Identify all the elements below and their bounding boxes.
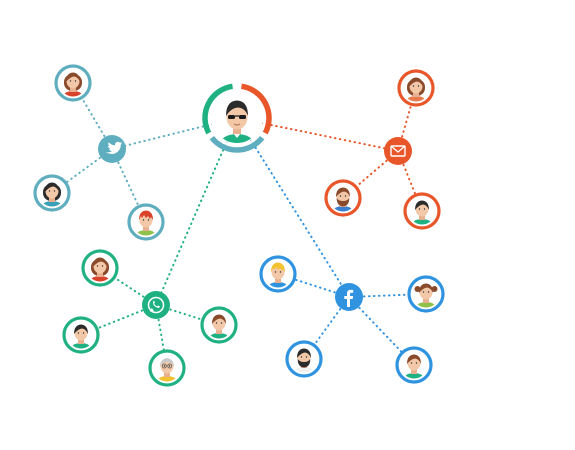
twitter-bird-icon xyxy=(106,141,123,155)
twitter-person-2[interactable] xyxy=(33,174,71,215)
whatsapp-person-3[interactable] xyxy=(200,306,238,347)
network-nodes xyxy=(33,64,445,390)
whatsapp-person-4[interactable] xyxy=(148,349,186,390)
facebook-f-icon xyxy=(344,289,354,307)
edge-center-facebook xyxy=(236,117,350,298)
man-beard-icon xyxy=(332,187,354,212)
envelope-icon xyxy=(390,145,406,157)
edge-twitter-person-3 xyxy=(111,148,147,223)
woman-long-brown-hair-icon xyxy=(405,77,427,102)
man-dark-hair-icon xyxy=(411,200,433,225)
facebook-person-2[interactable] xyxy=(407,275,445,316)
facebook-hub[interactable] xyxy=(335,283,363,311)
facebook-person-1[interactable] xyxy=(259,255,297,296)
twitter-hub[interactable] xyxy=(98,135,126,163)
whatsapp-hub[interactable] xyxy=(142,291,170,319)
email-person-2[interactable] xyxy=(324,179,362,220)
email-person-3[interactable] xyxy=(403,192,441,233)
email-person-1[interactable] xyxy=(397,69,435,110)
woman-brown-hair-icon xyxy=(62,72,84,97)
woman-dark-hair-icon xyxy=(41,182,63,207)
whatsapp-person-1[interactable] xyxy=(81,249,119,290)
facebook-person-4[interactable] xyxy=(395,346,433,387)
center-user[interactable] xyxy=(202,83,272,154)
twitter-person-1[interactable] xyxy=(54,64,92,105)
edge-facebook-person-4 xyxy=(348,296,415,366)
whatsapp-person-2[interactable] xyxy=(62,316,100,357)
girl-pigtails-icon xyxy=(414,283,438,308)
man-red-hair-icon xyxy=(135,210,157,236)
man-black-beard-icon xyxy=(293,348,315,373)
boy-blond-hair-icon xyxy=(267,262,289,288)
man-brown-hair-icon xyxy=(403,354,425,379)
twitter-person-3[interactable] xyxy=(127,203,165,244)
email-hub[interactable] xyxy=(384,137,412,165)
facebook-person-3[interactable] xyxy=(285,340,323,381)
man-brown-hair-icon xyxy=(208,314,230,339)
edge-center-whatsapp xyxy=(155,117,238,306)
man-dark-hair-icon xyxy=(70,324,92,349)
whatsapp-phone-icon xyxy=(147,296,165,314)
woman-brown-hair-icon xyxy=(89,257,111,282)
edge-whatsapp-person-2 xyxy=(80,304,157,336)
old-man-glasses-icon xyxy=(156,358,178,382)
user-sunglasses-icon xyxy=(220,100,254,143)
